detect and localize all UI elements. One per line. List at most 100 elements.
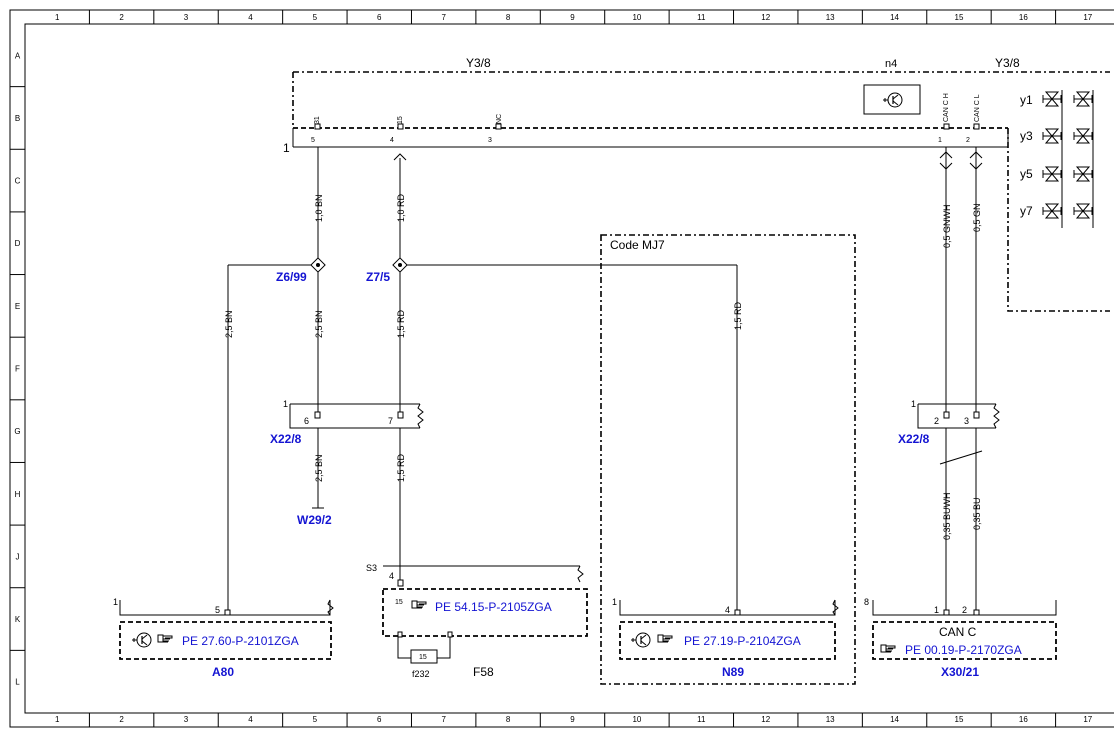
wire-label-1-5-rd-c: 1,5 RD	[396, 453, 406, 482]
wire-label-2-5-bn-b: 2,5 BN	[314, 310, 324, 338]
n4-outline-right	[1007, 128, 1110, 312]
grid-column-label: 11	[697, 13, 706, 22]
n4-label-left: Y3/8	[466, 56, 491, 70]
n4-pin-sig-31: 31	[314, 116, 321, 124]
f58-ref-link[interactable]: PE 54.15-P-2105ZGA	[435, 600, 552, 614]
grid-column-label: 12	[761, 715, 770, 724]
n4-pin-sig-nc: NC	[496, 114, 503, 124]
f58-label: F58	[473, 665, 494, 679]
grid-column-label: 1	[55, 715, 60, 724]
x30-21-ref-link[interactable]: PE 00.19-P-2170ZGA	[905, 643, 1022, 657]
x30-21-pin-2: 2	[962, 605, 967, 615]
x22-8-left-pin-6: 6	[304, 416, 309, 426]
frame-inner	[24, 23, 1114, 714]
grid-column-label: 11	[697, 715, 706, 724]
a80-pointing-hand-icon	[157, 634, 173, 643]
x30-21-label[interactable]: X30/21	[941, 665, 979, 679]
junction-z6-99	[310, 257, 326, 273]
grid-row-label: E	[15, 302, 20, 311]
x22-8-right-pin-2: 2	[934, 416, 939, 426]
grid-column-label: 5	[313, 715, 318, 724]
grid-column-label: 4	[248, 715, 253, 724]
ground-w29-2-label[interactable]: W29/2	[297, 513, 332, 527]
solenoid-y7-label: y7	[1020, 204, 1033, 218]
grid-column-label: 15	[955, 13, 964, 22]
wire-label-2-5-bn-a: 2,5 BN	[224, 310, 234, 338]
grid-column-label: 12	[761, 13, 770, 22]
grid-column-label: 2	[119, 715, 124, 724]
n4-pin-pos-5: 5	[311, 137, 315, 144]
a80-module-icon	[131, 632, 152, 648]
grid-column-label: 17	[1083, 13, 1092, 22]
grid-column-label: 16	[1019, 715, 1028, 724]
grid-column-label: 8	[506, 13, 511, 22]
wire-label-1-0-bn: 1,0 BN	[314, 194, 324, 222]
grid-row-label: G	[14, 427, 20, 436]
grid-column-label: 14	[890, 13, 899, 22]
x22-8-left-label[interactable]: X22/8	[270, 432, 302, 446]
wires	[227, 147, 983, 612]
n4-pin-sig-can-c-l: CAN C L	[974, 94, 981, 122]
grid-column-label: 7	[441, 13, 446, 22]
wire-label-0-35-buwh: 0,35 BUWH	[942, 492, 952, 540]
n89-label[interactable]: N89	[722, 665, 744, 679]
x30-21-pointing-hand-icon	[880, 644, 896, 653]
grid-column-label: 6	[377, 715, 382, 724]
grid-column-label: 15	[955, 715, 964, 724]
grid-column-label: 14	[890, 715, 899, 724]
grid-row-label: L	[15, 678, 20, 687]
grid-row-label: C	[15, 177, 21, 186]
solenoid-y3-label: y3	[1020, 129, 1033, 143]
grid-column-label: 1	[55, 13, 60, 22]
grid-column-label: 5	[313, 13, 318, 22]
n4-pin-sig-can-c-h: CAN C H	[943, 93, 950, 122]
frame-outer	[9, 9, 1114, 728]
fuse-f232-value: 15	[419, 654, 427, 661]
n4-label-right: Y3/8	[995, 56, 1020, 70]
x30-21-connector-number: 8	[864, 597, 869, 607]
code-mj7-box	[600, 234, 856, 685]
n4-pin-pos-4: 4	[390, 137, 394, 144]
component-n89	[619, 599, 839, 660]
wire-label-1-0-rd: 1,0 RD	[396, 193, 406, 222]
component-f58	[382, 565, 588, 664]
grid-row-label: A	[15, 51, 21, 60]
wire-label-0-5-gnwh: 0,5 GNWH	[942, 204, 952, 248]
a80-label[interactable]: A80	[212, 665, 234, 679]
x30-21-title: CAN C	[939, 625, 977, 639]
grid-column-label: 4	[248, 13, 253, 22]
f58-pointing-hand-icon	[411, 600, 427, 609]
f58-pin-4: 4	[389, 571, 394, 581]
electronic-module-icon	[882, 92, 903, 108]
grid-row-label: J	[16, 552, 20, 561]
grid-column-label: 10	[632, 715, 641, 724]
n89-ref-link[interactable]: PE 27.19-P-2104ZGA	[684, 634, 801, 648]
grid-column-label: 3	[184, 715, 189, 724]
n4-pin-markers	[314, 123, 980, 130]
solenoid-y1-label: y1	[1020, 93, 1033, 107]
x30-21-pin-1: 1	[934, 605, 939, 615]
wire-label-0-35-bu: 0,35 BU	[972, 497, 982, 530]
a80-ref-link[interactable]: PE 27.60-P-2101ZGA	[182, 634, 299, 648]
f58-pin-15: 15	[395, 599, 403, 606]
n4-pin-pos-3: 3	[488, 137, 492, 144]
n4-pin-sig-15: 15	[397, 116, 404, 124]
grid-column-label: 13	[826, 13, 835, 22]
grid-column-label: 6	[377, 13, 382, 22]
wire-label-0-5-gn: 0,5 GN	[972, 203, 982, 232]
junction-z7-5-label[interactable]: Z7/5	[366, 270, 390, 284]
a80-pin-5: 5	[215, 605, 220, 615]
grid-column-label: 9	[570, 715, 575, 724]
n89-connector-number: 1	[612, 597, 617, 607]
grid-row-label: H	[15, 490, 21, 499]
grid-column-label: 17	[1083, 715, 1092, 724]
n4-module-icon-box	[863, 84, 921, 115]
grid-row-label: F	[15, 365, 20, 374]
junction-z6-99-label[interactable]: Z6/99	[276, 270, 307, 284]
n89-pin-4: 4	[725, 605, 730, 615]
x22-8-right-label[interactable]: X22/8	[898, 432, 930, 446]
connector-x22-8-left	[289, 403, 424, 429]
solenoid-valve-icons	[1042, 90, 1094, 228]
